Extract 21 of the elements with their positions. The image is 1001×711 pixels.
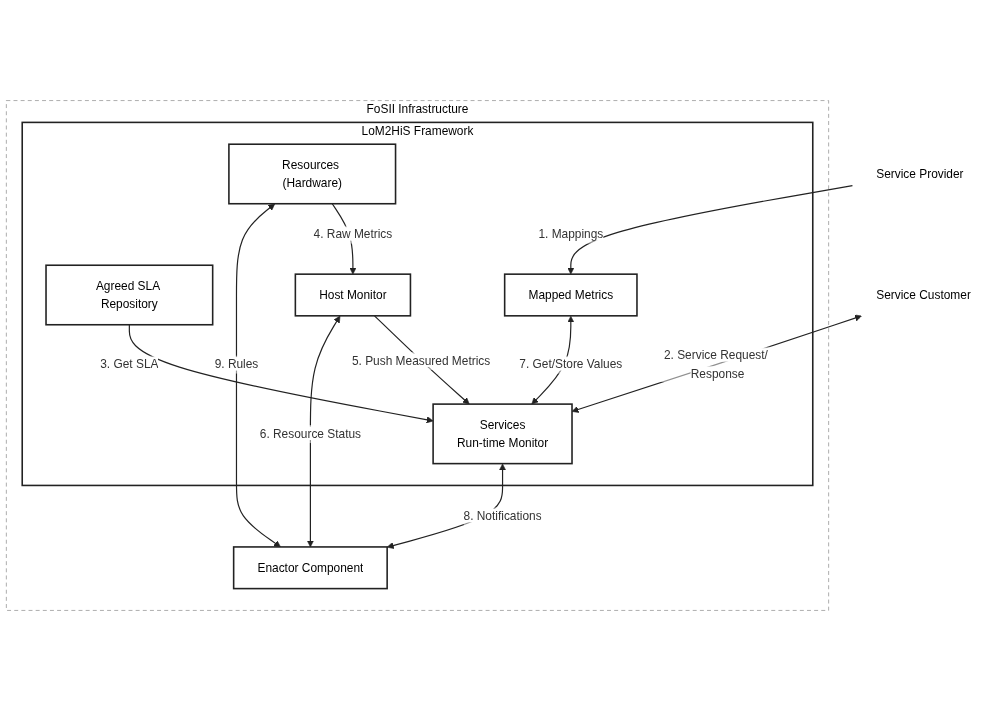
edge-label: 7. Get/Store Values: [519, 357, 623, 371]
edge-label: 6. Resource Status: [259, 426, 362, 441]
edge-label: 5. Push Measured Metrics: [351, 353, 491, 367]
node-box: Services Run-time Monitor: [432, 403, 573, 465]
node-box: Enactor Component: [232, 546, 388, 590]
edge-label: 4. Raw Metrics: [313, 227, 393, 241]
node-box: Agreed SLA Repository: [45, 264, 214, 326]
node-text: Service Provider: [876, 166, 964, 181]
arrow: [128, 324, 434, 424]
arrow: [567, 185, 854, 275]
edge-label: 3. Get SLA: [100, 357, 159, 371]
node-text: Service Customer: [876, 287, 971, 302]
arrow: [235, 203, 281, 548]
node-box: Resources (Hardware): [228, 143, 397, 205]
node-box: Mapped Metrics: [503, 273, 638, 317]
edge-label: 2. Service Request/ Response: [663, 348, 768, 380]
edge-label: 9. Rules: [214, 357, 259, 371]
arrow: [306, 315, 341, 548]
node-box: Host Monitor: [294, 273, 412, 317]
edge-label: 1. Mappings: [538, 227, 604, 241]
edge-label: 8. Notifications: [463, 508, 542, 523]
